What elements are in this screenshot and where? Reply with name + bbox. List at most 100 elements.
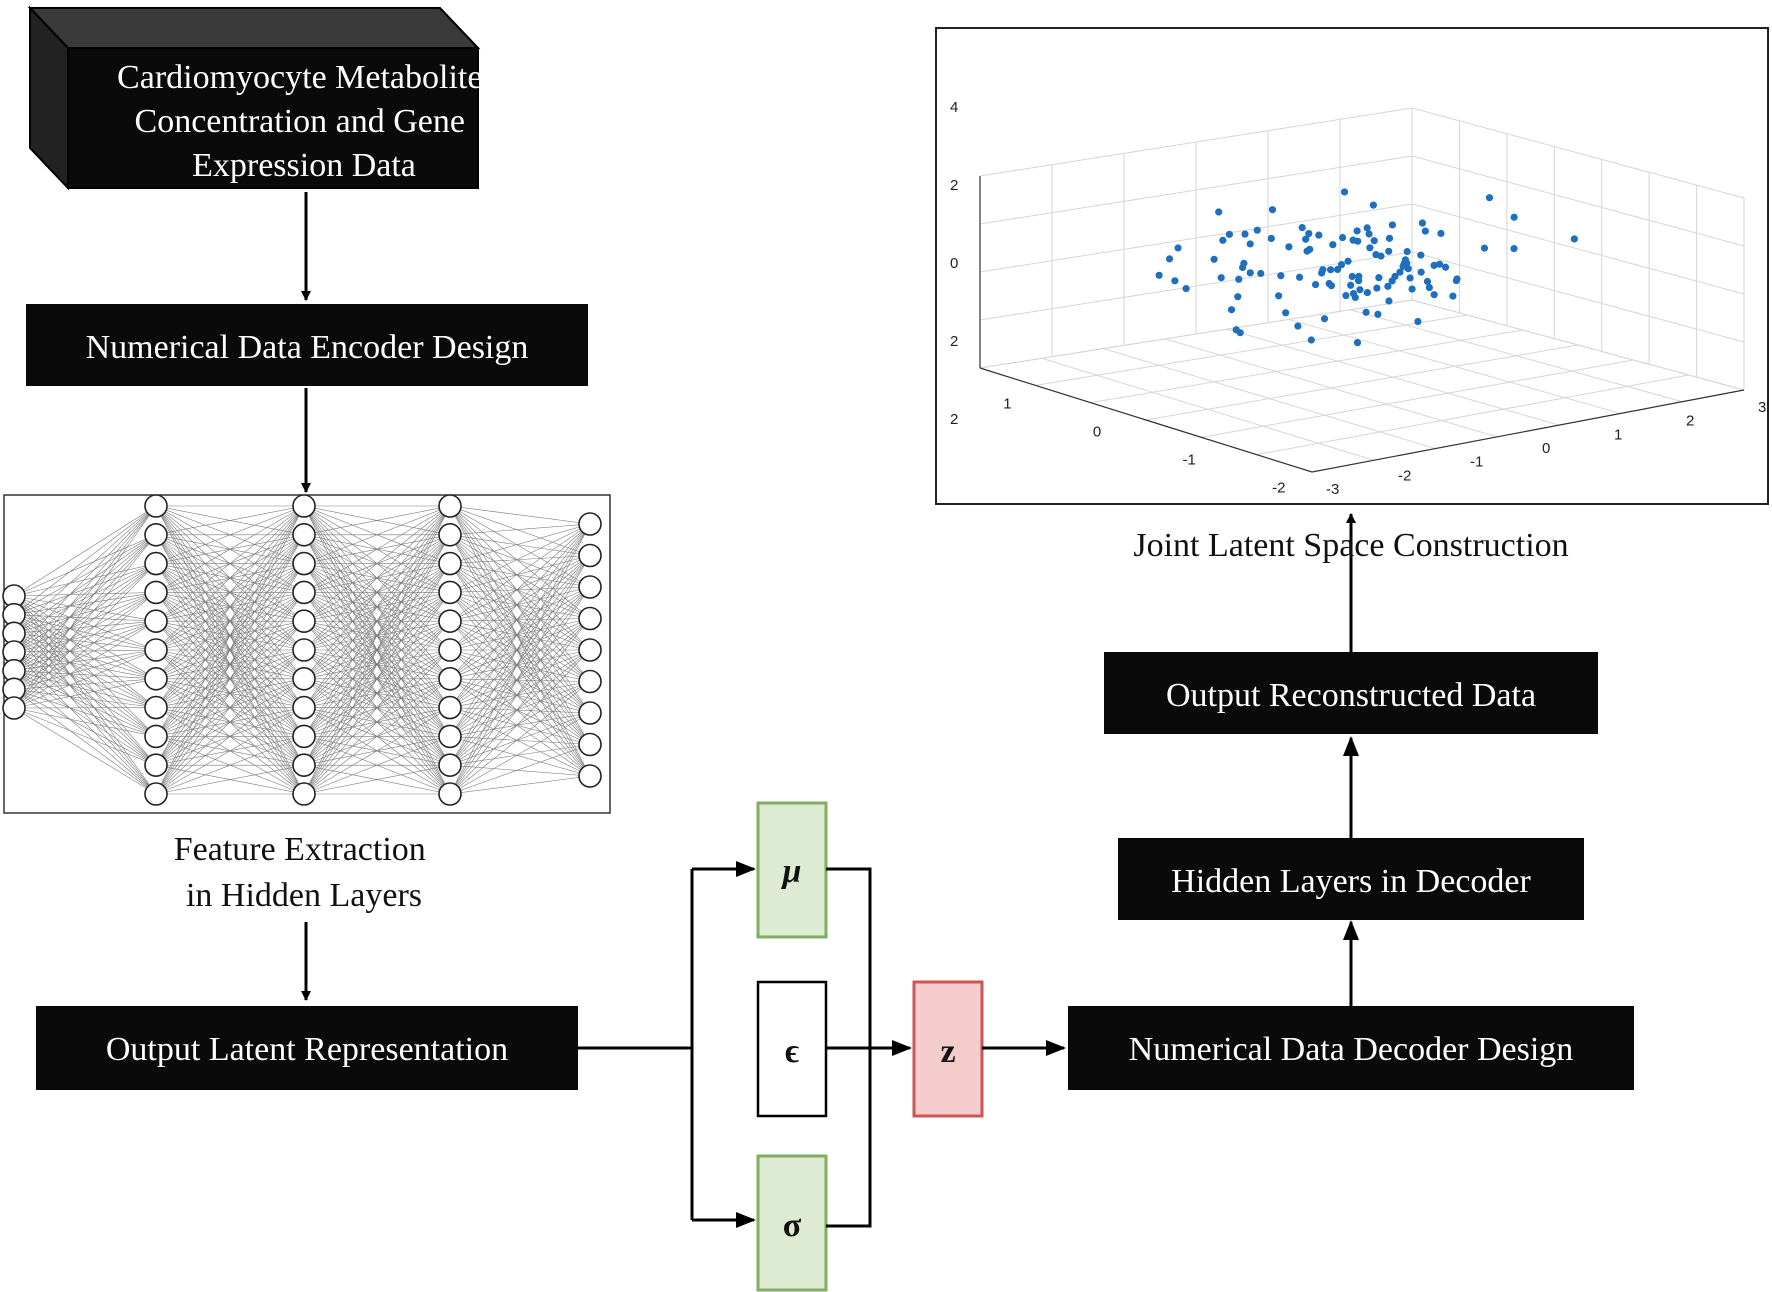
nn-neuron [438,494,462,518]
input-data-line-3: Expression Data [192,147,416,184]
scatter-point [1246,240,1254,248]
nn-neuron [438,609,462,634]
scatter-point [1320,315,1329,323]
scatter-point [1327,282,1336,290]
mu-box: μ [756,801,828,939]
nn-neuron [292,753,316,778]
scatter-point [1348,272,1356,281]
scatter-point [1418,219,1427,227]
scatter-point [1385,297,1393,305]
nn-neuron [144,695,168,720]
z-box: z [912,980,984,1118]
scatter-point [1295,273,1304,281]
left-axis-tick: 1 [1003,395,1011,412]
latent-space-caption: Joint Latent Space Construction [1133,527,1568,564]
scatter-point [1385,234,1394,242]
nn-neuron [292,666,316,691]
scatter-point [1342,292,1350,300]
scatter-point [1363,288,1371,297]
scatter-point [1396,268,1404,276]
nn-neuron [292,551,316,576]
scatter-point [1337,261,1346,269]
scatter-point [1302,235,1310,243]
nn-neuron [144,551,168,576]
scatter-point [1351,293,1359,302]
scatter-point [1253,226,1261,234]
scatter-point [1306,245,1314,253]
scatter-point [1305,229,1313,238]
nn-neuron [144,666,168,691]
scatter-point [1307,336,1315,344]
scatter-point [1414,317,1422,326]
scatter-point [1423,277,1432,286]
scatter-point [1311,280,1320,289]
scatter-point [1268,206,1277,214]
scatter-point [1510,213,1518,221]
latent-to-mu-sigma-connector [578,861,756,1228]
nn-neuron [578,669,602,694]
scatter-point [1437,229,1445,238]
scatter-point [1219,236,1227,244]
scatter-point [1217,274,1225,282]
scatter-point [1430,261,1438,269]
scatter-point [1375,274,1383,282]
scatter-point [1369,201,1377,209]
nn-neuron [292,522,316,547]
scatter-point [1417,268,1425,276]
epsilon-label: ϵ [785,1033,799,1070]
scatter-point [1353,339,1362,347]
scatter-point [1441,263,1450,271]
nn-neuron [578,606,602,631]
scatter-point [1417,251,1425,259]
scatter-point [1234,293,1242,301]
epsilon-box: ϵ [756,980,828,1118]
scatter-point [1155,271,1163,279]
input-data-line-1: Cardiomyocyte Metabolite [117,59,482,96]
scatter-point [1257,269,1265,278]
nn-neuron [578,764,602,788]
nn-neuron [578,638,602,662]
right-axis-tick: -3 [1326,481,1339,498]
scatter-point [1355,272,1363,280]
nn-neuron [578,701,602,725]
encoder-design-label: Numerical Data Encoder Design [86,329,529,366]
scatter-point [1319,266,1327,274]
scatter-point [1377,252,1385,260]
scatter-point [1298,224,1306,232]
scatter-point [1347,281,1355,289]
scatter-point [1385,247,1393,255]
scatter-point [1174,244,1182,252]
scatter-point [1403,247,1411,256]
scatter-point [1340,188,1349,196]
scatter-point [1235,275,1243,283]
feature-extraction-caption: Feature Extraction in Hidden Layers [174,831,435,914]
nn-neuron [438,580,462,605]
nn-neuron [578,732,602,757]
scatter-point [1246,269,1254,277]
reconstructed-box: Output Reconstructed Data [1104,652,1598,734]
nn-neuron [292,638,316,662]
scatter-point [1326,266,1335,274]
nn-neuron [438,724,462,749]
scatter-point [1406,274,1414,282]
scatter-point [1241,230,1249,238]
scatter-point [1425,283,1433,292]
right-axis-tick: 0 [1542,440,1550,457]
scatter-point [1356,286,1364,294]
reconstructed-label: Output Reconstructed Data [1166,677,1536,714]
right-axis-tick: -2 [1398,467,1411,484]
left-axis-tick: -2 [1272,480,1285,497]
nn-neuron [292,695,316,720]
right-axis-tick: 2 [1686,413,1694,430]
scatter-point [1344,257,1352,265]
scatter-point [1182,285,1190,293]
scatter-point [1362,308,1370,316]
scatter-point [1370,237,1378,245]
neural-network-figure [2,494,611,814]
right-axis-tick: 1 [1614,426,1622,443]
nn-neuron [144,580,168,605]
nn-neuron [438,551,462,576]
nn-neuron [292,782,316,806]
latent-output-label: Output Latent Representation [106,1031,508,1068]
